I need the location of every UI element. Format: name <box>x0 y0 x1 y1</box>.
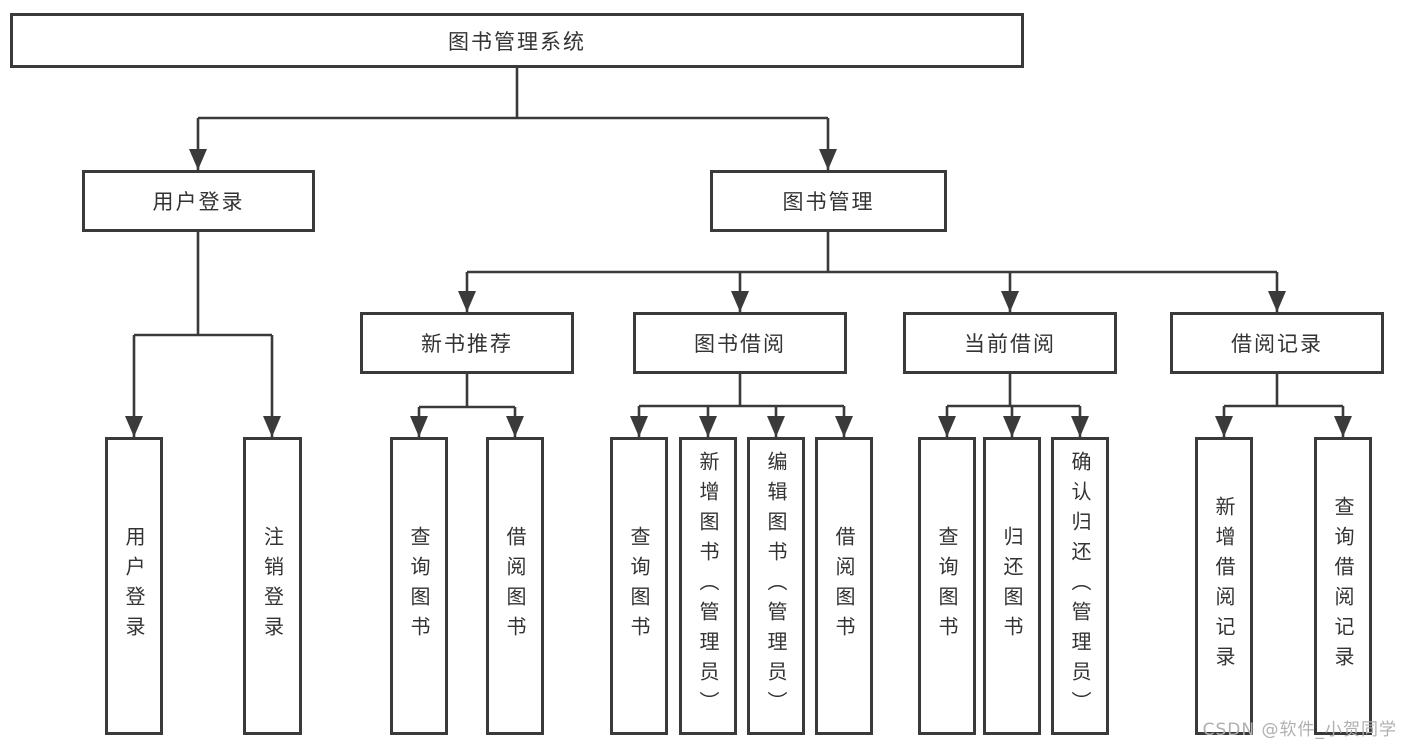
node-book-management-label: 图书管理 <box>782 190 875 214</box>
node-user-login-label: 用户登录 <box>152 190 245 214</box>
node-book-borrowing-label: 图书借阅 <box>694 332 786 356</box>
watermark: CSDN @软件_小贺同学 <box>1202 720 1397 740</box>
leaf-query-borrow-record-label: 查询借阅记录 <box>1331 496 1355 676</box>
node-borrowing-records-label: 借阅记录 <box>1231 332 1323 356</box>
node-book-management: 图书管理 <box>710 170 947 232</box>
leaf-confirm-return-admin-label: 确认归还（管理员） <box>1068 451 1092 721</box>
leaf-query-borrow-record: 查询借阅记录 <box>1314 437 1372 735</box>
leaf-query-books-1: 查询图书 <box>390 437 448 735</box>
leaf-query-books-3: 查询图书 <box>918 437 976 735</box>
node-current-borrowing: 当前借阅 <box>903 312 1117 374</box>
leaf-add-borrow-record-label: 新增借阅记录 <box>1212 496 1236 676</box>
leaf-add-books-admin-label: 新增图书（管理员） <box>696 451 720 721</box>
leaf-user-login: 用户登录 <box>105 437 163 735</box>
node-root-label: 图书管理系统 <box>448 29 586 54</box>
leaf-logout-label: 注销登录 <box>260 526 285 646</box>
leaf-add-borrow-record: 新增借阅记录 <box>1195 437 1253 735</box>
node-current-borrowing-label: 当前借阅 <box>964 332 1056 356</box>
leaf-edit-books-admin-label: 编辑图书（管理员） <box>764 451 788 721</box>
leaf-query-books-3-label: 查询图书 <box>935 526 959 646</box>
leaf-confirm-return-admin: 确认归还（管理员） <box>1051 437 1109 735</box>
leaf-return-books: 归还图书 <box>983 437 1041 735</box>
node-borrowing-records: 借阅记录 <box>1170 312 1384 374</box>
leaf-borrow-books-2: 借阅图书 <box>815 437 873 735</box>
leaf-query-books-2-label: 查询图书 <box>627 526 651 646</box>
leaf-borrow-books-1: 借阅图书 <box>486 437 544 735</box>
leaf-add-books-admin: 新增图书（管理员） <box>679 437 737 735</box>
leaf-user-login-label: 用户登录 <box>122 526 146 646</box>
node-user-login: 用户登录 <box>82 170 315 232</box>
leaf-edit-books-admin: 编辑图书（管理员） <box>747 437 805 735</box>
leaf-query-books-1-label: 查询图书 <box>407 526 431 646</box>
node-new-book-recommend-label: 新书推荐 <box>421 332 513 356</box>
leaf-logout: 注销登录 <box>243 437 302 735</box>
node-root: 图书管理系统 <box>10 13 1024 68</box>
leaf-query-books-2: 查询图书 <box>610 437 668 735</box>
node-book-borrowing: 图书借阅 <box>633 312 847 374</box>
leaf-borrow-books-1-label: 借阅图书 <box>503 526 527 646</box>
leaf-borrow-books-2-label: 借阅图书 <box>832 526 856 646</box>
node-new-book-recommend: 新书推荐 <box>360 312 574 374</box>
leaf-return-books-label: 归还图书 <box>1000 526 1024 646</box>
